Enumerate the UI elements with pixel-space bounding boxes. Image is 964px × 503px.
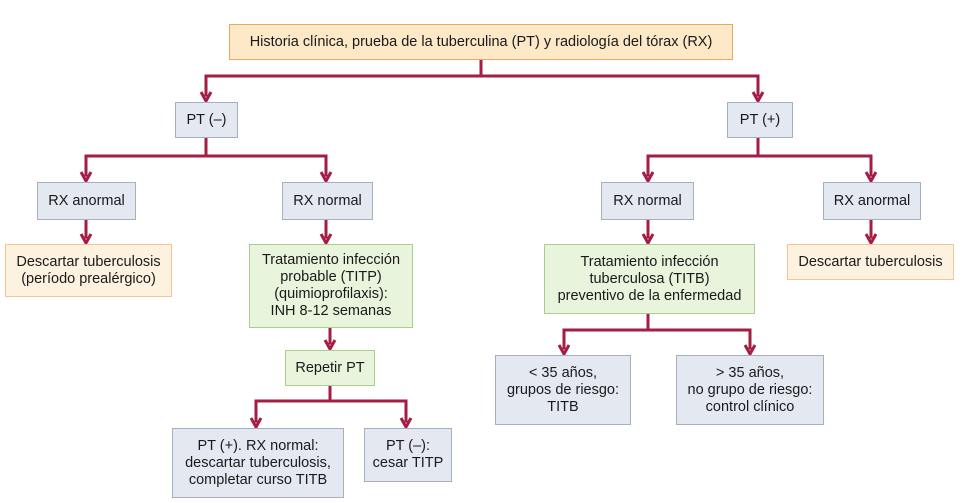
arrowhead	[399, 417, 413, 431]
arrowhead	[79, 233, 93, 247]
discard-tb-right-node: Descartar tuberculosis	[787, 244, 954, 280]
arrowhead	[641, 233, 655, 247]
rx-normal-left-node: RX normal	[282, 182, 373, 220]
arrowhead	[864, 171, 878, 185]
repeat-pt-node: Repetir PT	[285, 350, 375, 386]
pt-positive-node: PT (+)	[727, 102, 793, 138]
rx-abnormal-left-node: RX anormal	[37, 182, 136, 220]
pt-negative-result-node: PT (–): cesar TITP	[364, 428, 452, 482]
under-35-node: < 35 años, grupos de riesgo: TITB	[495, 355, 631, 425]
over-35-node: > 35 años, no grupo de riesgo: control c…	[676, 355, 824, 425]
titb-treatment-node: Tratamiento infección tuberculosa (TITB)…	[544, 244, 755, 314]
arrowhead	[743, 344, 757, 358]
titp-treatment-node: Tratamiento infección probable (TITP) (q…	[249, 244, 413, 328]
root-node: Historia clínica, prueba de la tuberculi…	[229, 24, 733, 60]
arrowhead	[751, 91, 765, 105]
arrowhead	[864, 233, 878, 247]
arrowhead	[249, 417, 263, 431]
pt-positive-result-node: PT (+). RX normal: descartar tuberculosi…	[172, 428, 344, 498]
arrowhead	[199, 91, 213, 105]
arrowhead	[79, 171, 93, 185]
rx-normal-right-node: RX normal	[601, 182, 694, 220]
arrowhead	[557, 344, 571, 358]
arrowhead	[641, 171, 655, 185]
discard-tb-left-node: Descartar tuberculosis (período prealérg…	[5, 244, 172, 297]
arrowhead	[319, 171, 333, 185]
rx-abnormal-right-node: RX anormal	[823, 182, 921, 220]
pt-negative-node: PT (–)	[175, 102, 238, 138]
arrowhead	[323, 339, 337, 353]
arrowhead	[319, 233, 333, 247]
